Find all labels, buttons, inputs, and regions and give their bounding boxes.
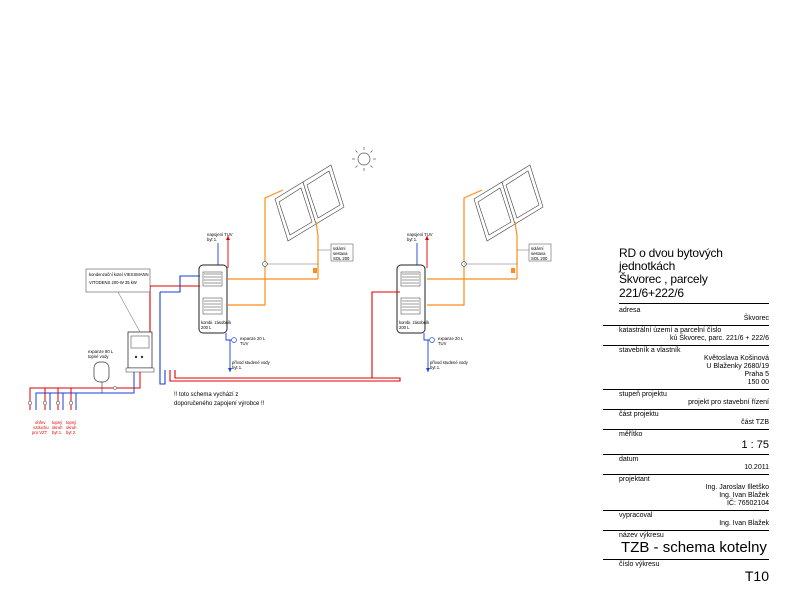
tank-b-label-2: 200 L bbox=[399, 325, 410, 330]
manufacturer-note-line-2: doporučeného zapojení výrobce !! bbox=[174, 401, 265, 407]
solar-station-a-label-2: sestava bbox=[333, 251, 348, 256]
title-block: RD o dvou bytových jednotkách Škvorec , … bbox=[603, 242, 769, 586]
hot-water-b-label-1: napojení TUV bbox=[407, 232, 433, 237]
drawn-by-value: Ing. Ivan Blažek bbox=[719, 520, 769, 528]
outlet-heating-1-label-1: topný bbox=[52, 420, 63, 425]
boiler-label-2: VITODENS 200-W 35 kW bbox=[89, 280, 137, 285]
boiler-room-schematic: solární sestava SOL 200 napojení TUV byt… bbox=[27, 147, 552, 435]
hot-water-a-label-1: napojení TUV bbox=[207, 232, 233, 237]
builder-value: Květoslava Košinová U Blaženky 2680/19 P… bbox=[704, 354, 769, 387]
drawn-by-field: vypracoval Ing. Ivan Blažek bbox=[603, 511, 769, 532]
date-label: datum bbox=[619, 456, 639, 464]
stage-value: projekt pro stavební řízení bbox=[688, 399, 769, 407]
project-title-line-2: Škvorec , parcely 221/6+222/6 bbox=[619, 272, 708, 300]
drawing-name-label: název výkresu bbox=[619, 532, 664, 540]
address-value: Škvorec bbox=[743, 314, 769, 322]
hot-water-b-label-2: byt 1. bbox=[407, 237, 417, 242]
date-field: datum 10.2011 bbox=[603, 455, 769, 476]
outlet-heating-1-label-2: okruh bbox=[52, 425, 63, 430]
cold-water-a-label-1: přívod studené vody bbox=[232, 360, 271, 365]
outlet-vzt-label-3: pro VZT bbox=[32, 430, 48, 435]
solar-collector-a bbox=[274, 164, 345, 242]
tank-b-label-1: kombi. zásobník bbox=[399, 320, 430, 325]
address-field: adresa Škvorec bbox=[603, 306, 769, 326]
cold-water-a-label-2: byt 1. bbox=[232, 365, 242, 370]
sun-icon bbox=[352, 147, 376, 171]
tank-a-label-1: kombi. zásobník bbox=[201, 320, 232, 325]
outlet-heating-1-label-3: byt 1. bbox=[52, 430, 62, 435]
solar-collector-b bbox=[473, 164, 544, 242]
expansion-small-a-label-2: TUV bbox=[240, 341, 249, 346]
expansion-big-label-1: expanze 80 L bbox=[88, 349, 114, 354]
drawing-number-value: T10 bbox=[744, 568, 769, 585]
cadastre-field: katastrální území a parcelní číslo kú Šk… bbox=[603, 326, 769, 346]
scale-value: 1 : 75 bbox=[741, 439, 769, 452]
part-label: část projektu bbox=[619, 411, 659, 419]
outlet-heating-2-label-2: okruh bbox=[66, 425, 77, 430]
combi-tank-a bbox=[198, 264, 228, 334]
cadastre-value: kú Škvorec, parc. 221/6 + 222/6 bbox=[669, 334, 769, 342]
manufacturer-note-line-1: !! toto schema vychází z bbox=[174, 392, 238, 398]
distribution-header bbox=[29, 372, 141, 410]
project-title: RD o dvou bytových jednotkách Škvorec , … bbox=[619, 246, 769, 304]
expansion-big-label-2: topné vody bbox=[88, 354, 109, 359]
condensing-boiler bbox=[125, 331, 155, 373]
scale-label: měřítko bbox=[619, 431, 643, 439]
stage-field: stupeň projektu projekt pro stavební říz… bbox=[603, 390, 769, 411]
combi-tank-b bbox=[396, 264, 426, 334]
drawing-number-label: číslo výkresu bbox=[619, 560, 660, 568]
hot-water-a-label-2: byt 1. bbox=[207, 237, 217, 242]
stage-label: stupeň projektu bbox=[619, 391, 667, 399]
date-value: 10.2011 bbox=[744, 464, 769, 472]
cold-water-b-label-1: přívod studené vody bbox=[430, 360, 469, 365]
scale-field: měřítko 1 : 75 bbox=[603, 430, 769, 456]
solar-station-b-label-3: SOL 200 bbox=[531, 256, 548, 261]
outlet-vzt-label-1: ohřev bbox=[35, 420, 46, 425]
address-label: adresa bbox=[619, 306, 641, 314]
outlet-heating-2-label-1: topný bbox=[66, 420, 77, 425]
solar-station-b-label-1: solární bbox=[531, 246, 544, 251]
expansion-vessel-80l bbox=[93, 361, 110, 388]
tank-a-label-2: 200 L bbox=[201, 325, 212, 330]
drawing-name-field: název výkresu TZB - schema kotelny bbox=[603, 531, 769, 560]
cold-water-b-label-2: byt 1. bbox=[430, 365, 440, 370]
expansion-small-b-label-1: expanze 20 L bbox=[438, 336, 464, 341]
part-value: část TZB bbox=[741, 419, 769, 427]
designer-field: projektant Ing. Jaroslav Illetško Ing. I… bbox=[603, 475, 769, 512]
expansion-small-b-label-2: TUV bbox=[438, 341, 447, 346]
solar-unit-b: solární sestava SOL 200 napojení TUV byt… bbox=[396, 164, 552, 372]
outlet-vzt-label-2: vzduchu bbox=[33, 425, 49, 430]
solar-station-b-label-2: sestava bbox=[531, 251, 546, 256]
cadastre-label: katastrální území a parcelní číslo bbox=[619, 326, 722, 334]
drawing-number-field: číslo výkresu T10 bbox=[603, 560, 769, 586]
solar-station-a-label-1: solární bbox=[333, 246, 346, 251]
solar-station-a-label-3: SOL 200 bbox=[333, 256, 350, 261]
designer-value: Ing. Jaroslav Illetško Ing. Ivan Blažek … bbox=[705, 484, 769, 508]
boiler-label-1: kondenzační kotel VIESSMANN bbox=[89, 272, 149, 277]
designer-label: projektant bbox=[619, 476, 650, 484]
heating-pipes bbox=[149, 275, 401, 385]
project-title-line-1: RD o dvou bytových jednotkách bbox=[619, 246, 723, 274]
builder-label: stavebník a vlastník bbox=[619, 346, 681, 354]
part-field: část projektu část TZB bbox=[603, 410, 769, 431]
outlet-heating-2-label-3: byt 2. bbox=[66, 430, 76, 435]
drawn-by-label: vypracoval bbox=[619, 512, 653, 520]
expansion-small-a-label-1: expanze 20 L bbox=[240, 336, 266, 341]
drawing-name-value: TZB - schema kotelny bbox=[621, 539, 767, 557]
builder-field: stavebník a vlastník Květoslava Košinová… bbox=[603, 346, 769, 391]
solar-unit-a: solární sestava SOL 200 napojení TUV byt… bbox=[198, 164, 354, 372]
